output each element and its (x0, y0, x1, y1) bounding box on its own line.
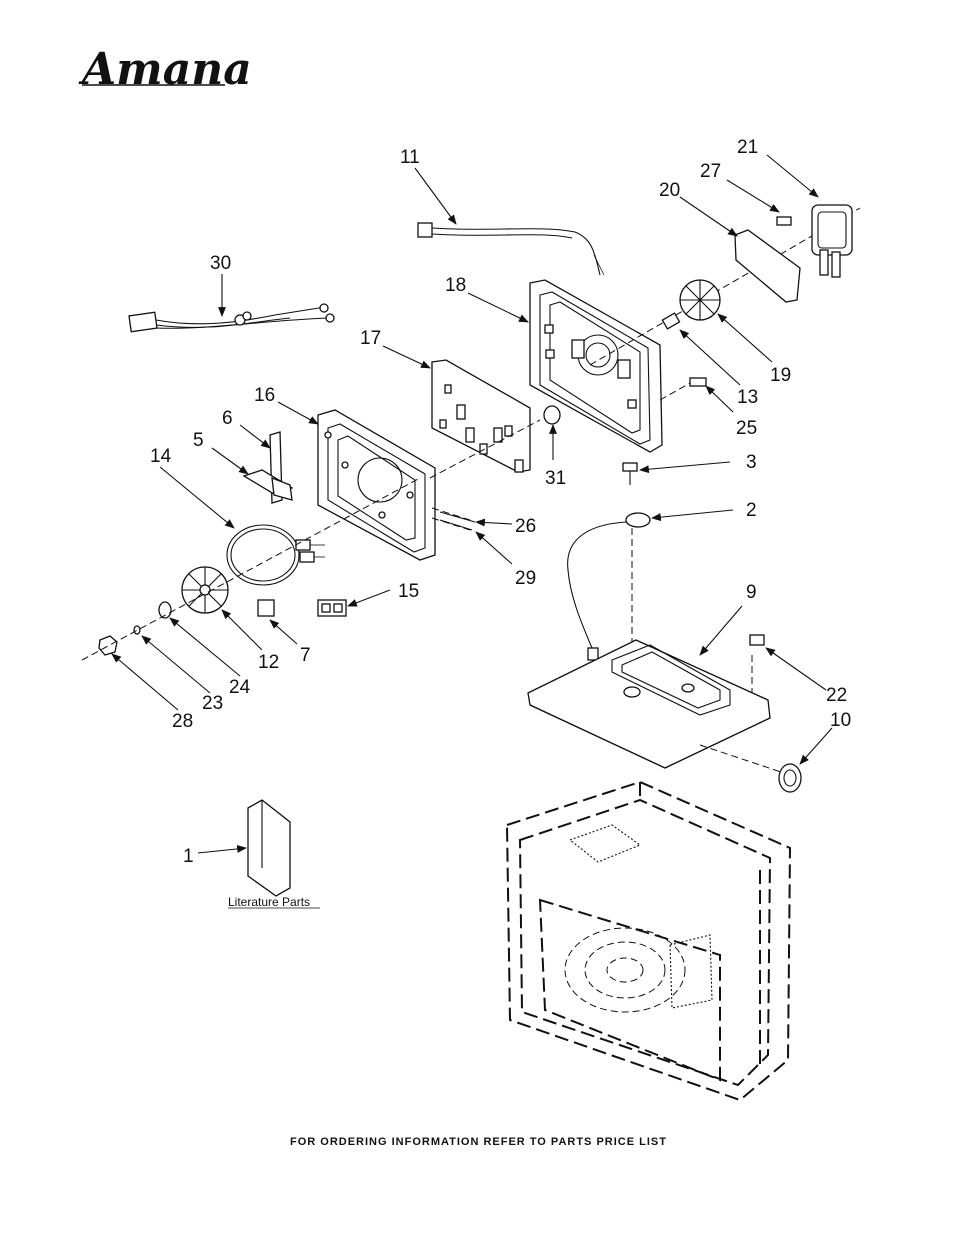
part-25-screw (690, 378, 706, 386)
callout-21: 21 (737, 137, 758, 158)
callout-23: 23 (202, 693, 223, 714)
callout-20: 20 (659, 180, 680, 201)
part-2-sensor (568, 513, 650, 660)
callout-18: 18 (445, 275, 466, 296)
part-18-frame (530, 280, 662, 452)
part-28-nut (99, 636, 117, 655)
callout-17: 17 (360, 328, 381, 349)
part-11-wire (418, 223, 604, 275)
footer-ordering-info: FOR ORDERING INFORMATION REFER TO PARTS … (290, 1136, 667, 1148)
part-1-literature (248, 800, 290, 896)
part-27-screw (777, 217, 791, 225)
callout-24: 24 (229, 677, 251, 698)
part-20-bracket (735, 230, 800, 302)
part-19-fan (680, 280, 720, 320)
callout-16: 16 (254, 385, 275, 406)
part-26-screw (440, 512, 475, 522)
part-12-fan-blade (182, 567, 228, 613)
part-31-bushing (544, 406, 560, 424)
part-13-coupler (662, 313, 679, 329)
literature-parts-label: Literature Parts (228, 895, 310, 909)
oven-cavity-phantom (507, 782, 790, 1100)
callout-11: 11 (400, 147, 420, 168)
callout-5: 5 (193, 430, 204, 451)
part-29-screw (440, 520, 472, 530)
part-30-harness (129, 304, 334, 332)
callout-22: 22 (826, 685, 847, 706)
callout-28: 28 (172, 711, 193, 732)
part-9-tray (528, 640, 770, 768)
callout-1: 1 (183, 846, 194, 867)
callout-15: 15 (398, 581, 419, 602)
part-10-switch (779, 764, 801, 792)
part-3-screw (623, 463, 637, 485)
callout-13: 13 (737, 387, 758, 408)
callout-3: 3 (746, 452, 757, 473)
brand-logo: Amana (78, 44, 252, 95)
callout-25: 25 (736, 418, 757, 439)
part-21-motor (812, 205, 852, 277)
part-16-inner-frame (318, 410, 435, 560)
part-23-washer (134, 626, 140, 634)
part-5-6-bracket (244, 432, 292, 503)
part-7-clip (258, 600, 274, 616)
part-17-plate (432, 360, 530, 472)
callout-12: 12 (258, 652, 279, 673)
callout-19: 19 (770, 365, 791, 386)
callout-6: 6 (222, 408, 233, 429)
callout-30: 30 (210, 253, 231, 274)
callout-10: 10 (830, 710, 851, 731)
callout-26: 26 (515, 516, 536, 537)
callout-2: 2 (746, 500, 757, 521)
callout-31: 31 (545, 468, 566, 489)
part-22-screw (750, 635, 764, 645)
callout-7: 7 (300, 645, 311, 666)
callout-29: 29 (515, 568, 536, 589)
part-15-connector (318, 600, 346, 616)
callout-27: 27 (700, 161, 721, 182)
callout-14: 14 (150, 446, 172, 467)
callout-9: 9 (746, 582, 757, 603)
